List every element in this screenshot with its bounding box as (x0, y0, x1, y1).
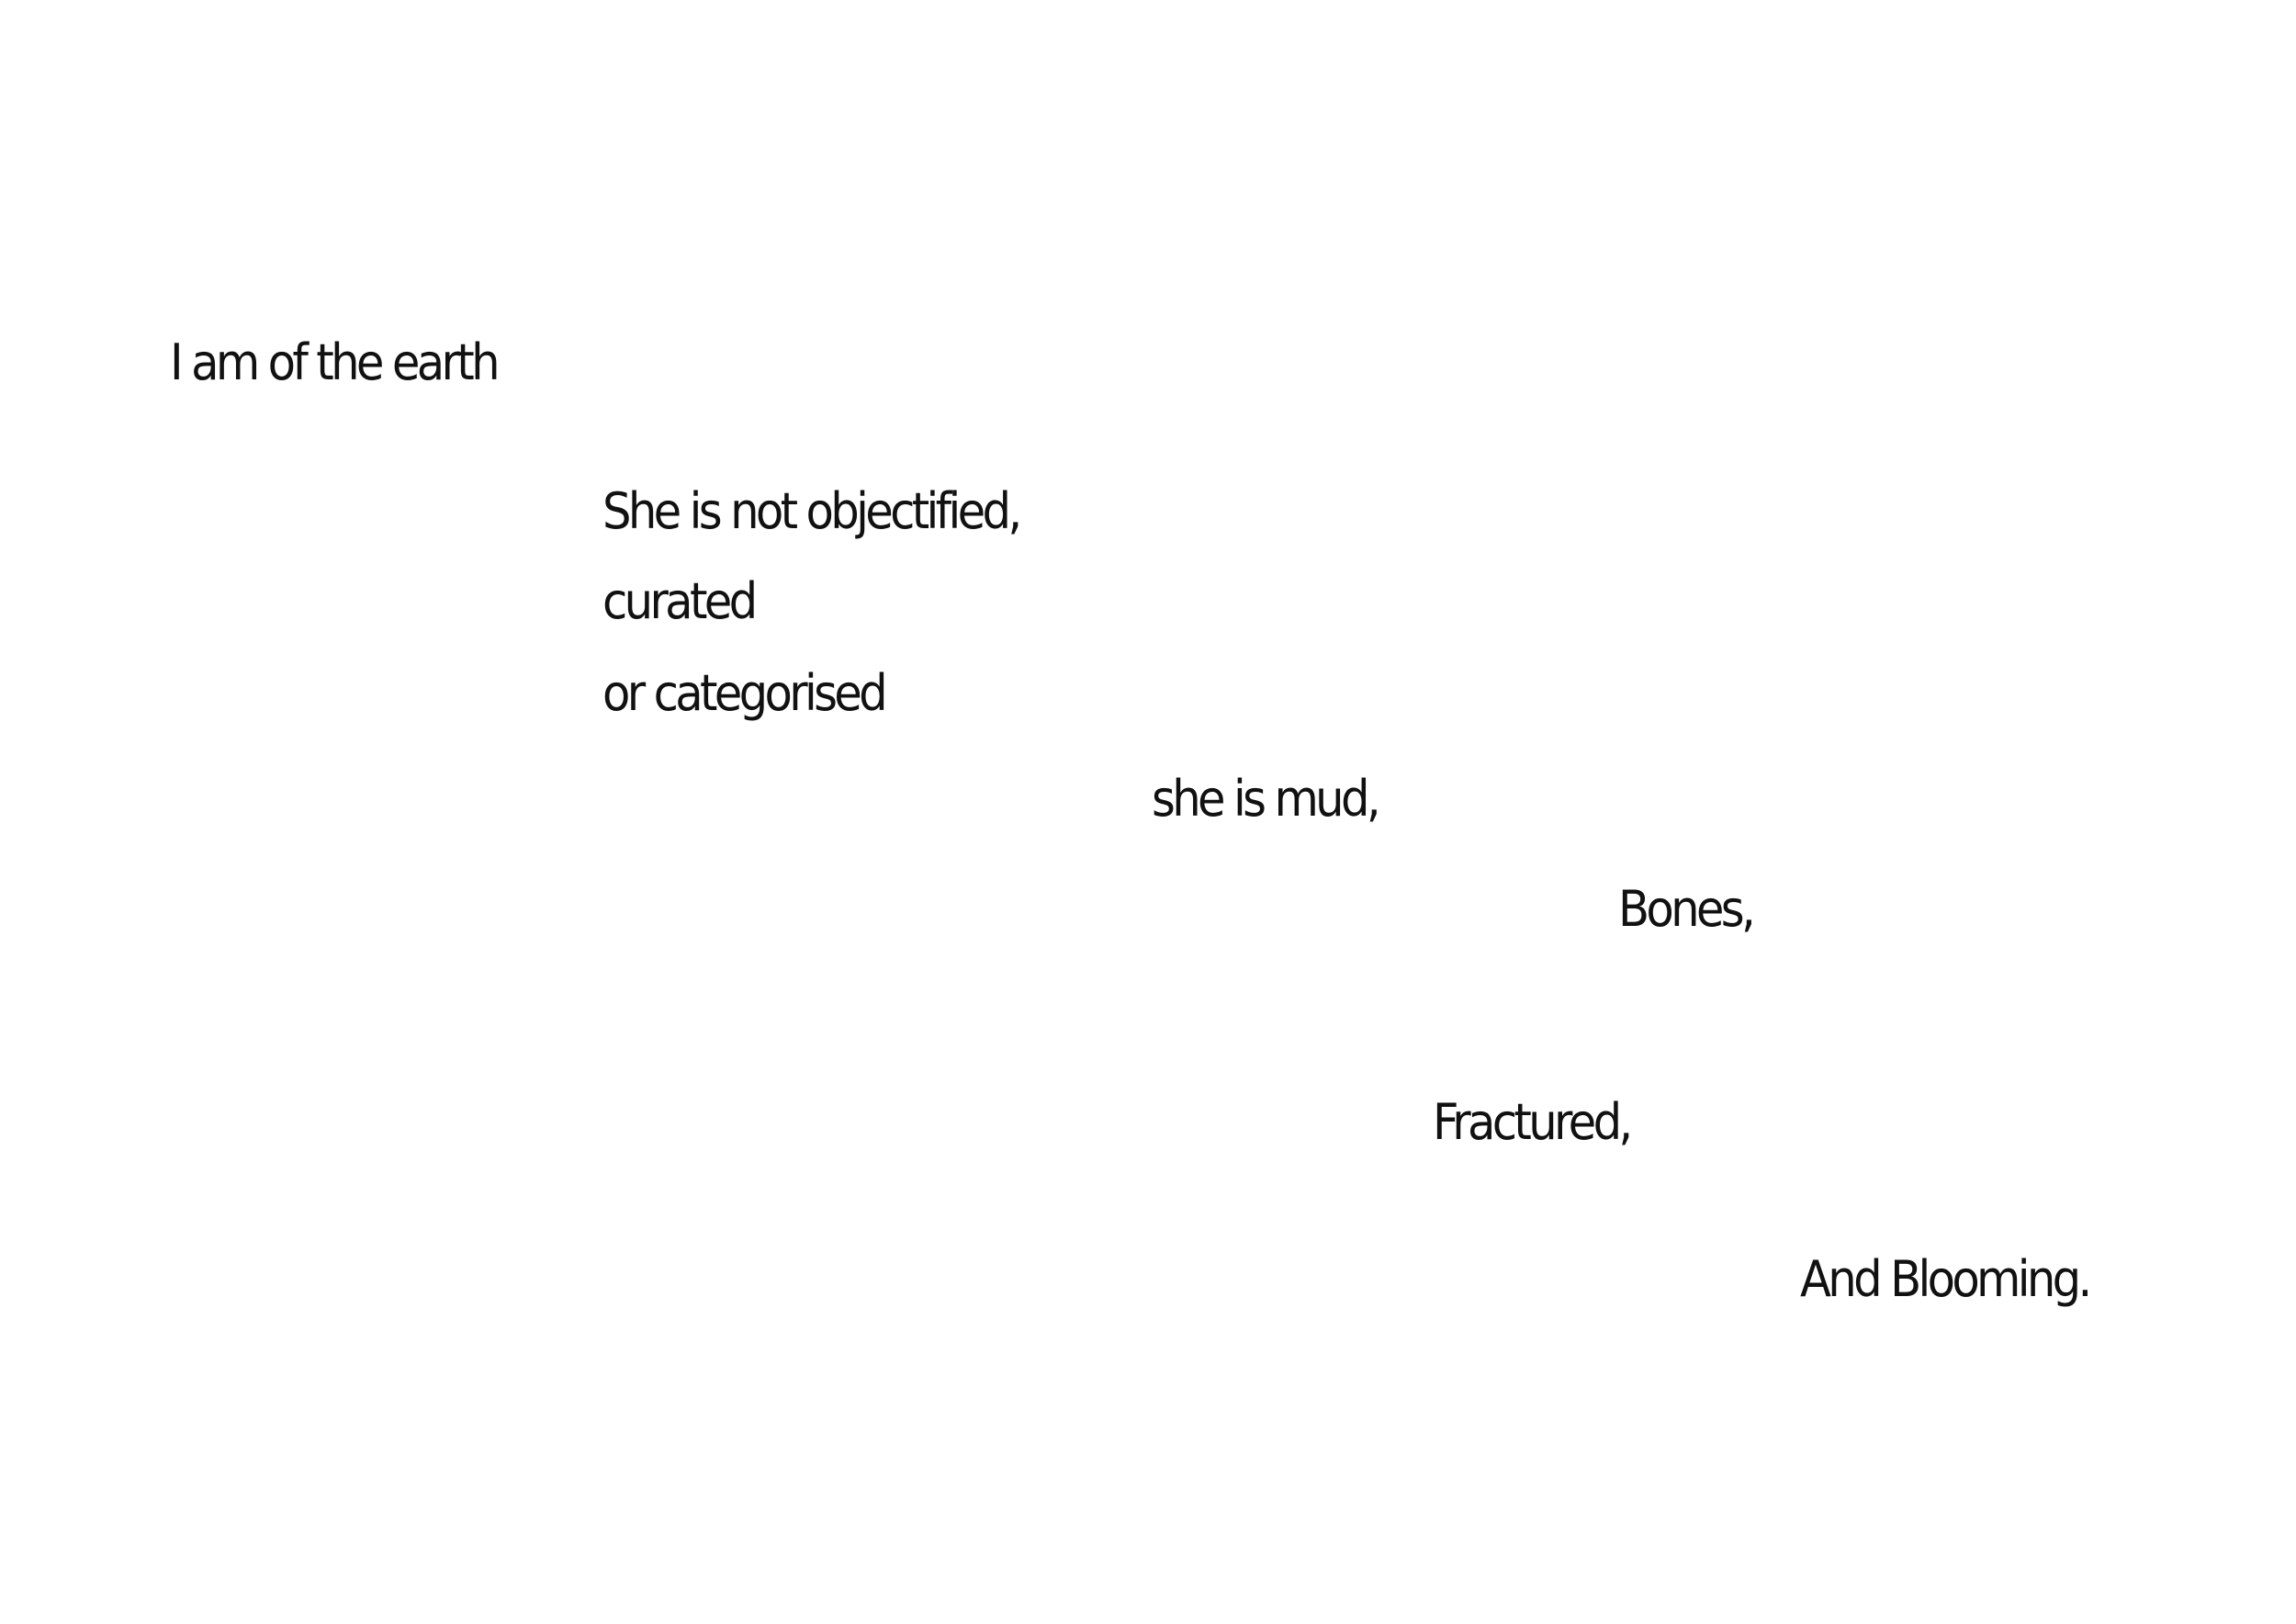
poem-line-1: I am of the earth (170, 333, 501, 391)
poem-line-4: or categorised (602, 664, 888, 722)
poem-line-6: Bones, (1618, 880, 1756, 938)
poem-line-2: She is not objectified, (602, 482, 1022, 540)
poem-line-7: Fractured, (1433, 1093, 1633, 1151)
poem-line-3: curated (602, 572, 758, 630)
poem-line-5: she is mud, (1152, 770, 1381, 828)
poem-line-8: And Blooming. (1800, 1250, 2092, 1308)
